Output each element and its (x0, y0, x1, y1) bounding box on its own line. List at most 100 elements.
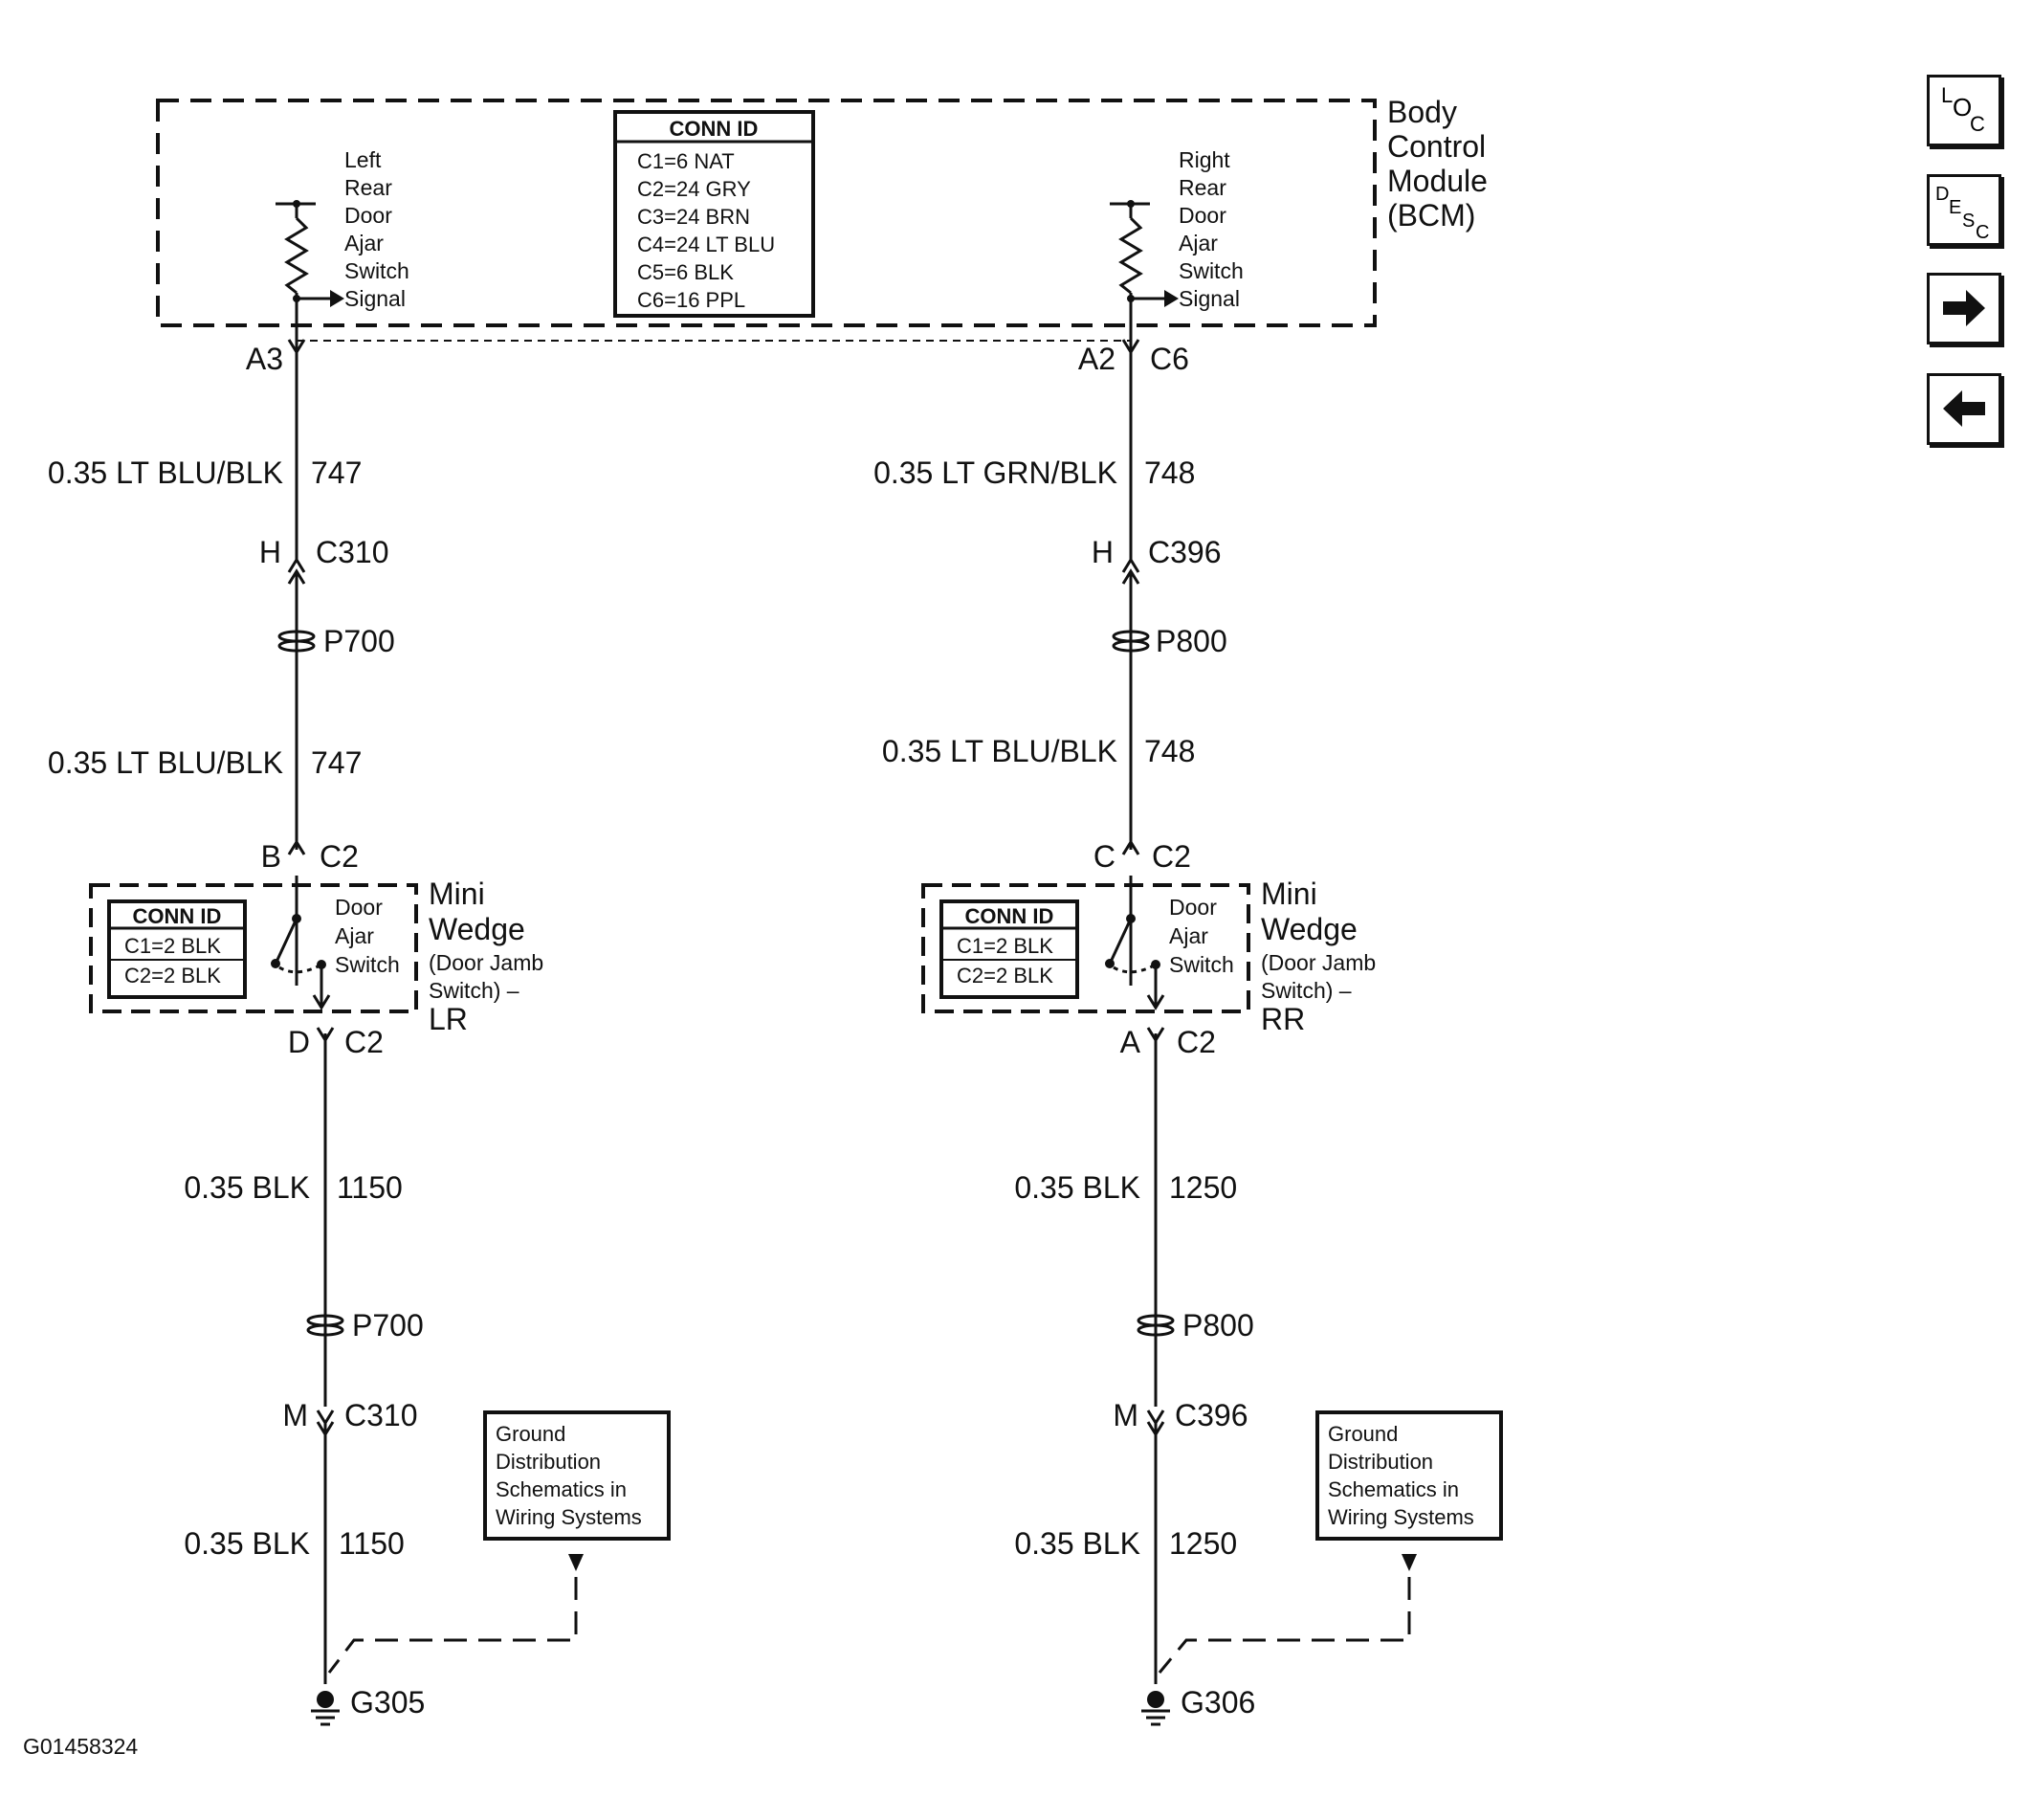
right-switch-name: Mini Wedge (Door Jamb Switch) – RR (1261, 877, 1380, 1036)
arrow-right-icon (1943, 290, 1985, 326)
bcm-name-line: Body (1387, 95, 1457, 129)
bcm-module: Body Control Module (BCM) CONN ID C1=6 N… (156, 95, 1496, 344)
right-switch-out-pin: A (1120, 1025, 1141, 1059)
right-passthrough-upper (1112, 630, 1150, 653)
bcm-name-line: Module (1387, 164, 1488, 198)
left-wire4-number: 1150 (339, 1526, 405, 1561)
left-signal-resistor (276, 202, 330, 344)
figure-id: G01458324 (23, 1734, 139, 1759)
bcm-conn-table: CONN ID C1=6 NAT C2=24 GRY C3=24 BRN C4=… (613, 110, 815, 318)
right-wire2-label: 0.35 LT BLU/BLK (882, 734, 1117, 768)
right-wire3-number: 1250 (1169, 1170, 1237, 1205)
left-switch-assembly: CONN ID C1=2 BLK C2=2 BLK Door Ajar Swit… (89, 877, 548, 1036)
left-switch-conn-row: C1=2 BLK (124, 934, 221, 958)
svg-text:Ground Distribution: Ground Distribution Schematics in Wiring… (1328, 1422, 1474, 1529)
right-conn2-id: C396 (1175, 1398, 1248, 1432)
right-wire4-label: 0.35 BLK (1014, 1526, 1140, 1561)
bcm-conn-row: C6=16 PPL (637, 288, 745, 312)
svg-text:L: L (1941, 83, 1953, 107)
right-passthrough2: P800 (1182, 1308, 1254, 1343)
desc-icon: D E S C (1935, 184, 1989, 243)
left-wire3-number: 1150 (337, 1170, 403, 1205)
left-switch-label: Door Ajar Switch (335, 895, 400, 977)
left-switch-name: Mini Wedge (Door Jamb Switch) – LR (429, 877, 548, 1036)
svg-text:D: D (1935, 184, 1949, 205)
right-wire4-number: 1250 (1169, 1526, 1237, 1561)
left-switch-out-id: C2 (344, 1025, 384, 1059)
right-ground-note[interactable]: Ground Distribution Schematics in Wiring… (1158, 1410, 1503, 1674)
right-circuit: A2 C6 0.35 LT GRN/BLK 748 H C396 P800 0.… (873, 339, 1255, 1726)
loc-button[interactable]: L O C (1927, 75, 2001, 146)
right-switch-conn-row: C2=2 BLK (957, 964, 1053, 988)
bcm-name-line: Control (1387, 129, 1486, 164)
left-passthrough2: P700 (352, 1308, 424, 1343)
right-conn2-pin: M (1113, 1398, 1138, 1432)
right-ground-label: G306 (1181, 1685, 1255, 1720)
svg-text:Ground Distribution: Ground Distribution Schematics in Wiring… (496, 1422, 642, 1529)
left-switch-conn-table-header: CONN ID (133, 904, 222, 928)
svg-text:C: C (1976, 222, 1989, 243)
right-wire3-label: 0.35 BLK (1014, 1170, 1140, 1205)
left-wire1-number: 747 (311, 455, 362, 490)
left-passthrough-lower (306, 1314, 344, 1337)
right-switch-in-id: C2 (1152, 839, 1191, 874)
left-switch-in-id: C2 (320, 839, 359, 874)
desc-button[interactable]: D E S C (1927, 174, 2001, 246)
right-passthrough-lower (1137, 1314, 1175, 1337)
left-conn2-id: C310 (344, 1398, 418, 1432)
next-button[interactable] (1927, 273, 2001, 344)
bcm-name-line: (BCM) (1387, 198, 1475, 233)
left-bcm-pin: A3 (246, 342, 283, 376)
bcm-conn-row: C3=24 BRN (637, 205, 750, 229)
left-ground-note[interactable]: Ground Distribution Schematics in Wiring… (327, 1410, 671, 1674)
svg-text:O: O (1953, 93, 1972, 122)
arrow-left-icon (1943, 390, 1985, 427)
bcm-conn-row: C2=24 GRY (637, 177, 751, 201)
left-conn2-pin: M (282, 1398, 308, 1432)
right-switch-conn-row: C1=2 BLK (957, 934, 1053, 958)
bcm-conn-row: C5=6 BLK (637, 260, 734, 284)
right-passthrough1: P800 (1156, 624, 1227, 658)
left-switch-conn-row: C2=2 BLK (124, 964, 221, 988)
right-conn1-id: C396 (1148, 535, 1222, 569)
right-bcm-conn: C6 (1150, 342, 1189, 376)
right-switch-in-pin: C (1093, 839, 1115, 874)
left-wire3-label: 0.35 BLK (184, 1170, 310, 1205)
loc-icon: L O C (1941, 83, 1985, 136)
svg-text:C: C (1970, 112, 1985, 136)
left-conn1-pin: H (259, 535, 281, 569)
left-passthrough1: P700 (323, 624, 395, 658)
right-wire1-label: 0.35 LT GRN/BLK (873, 455, 1117, 490)
left-ground-label: G305 (350, 1685, 425, 1720)
bcm-name: Body Control Module (BCM) (1387, 95, 1496, 233)
right-switch-assembly: CONN ID C1=2 BLK C2=2 BLK Door Ajar Swit… (921, 877, 1380, 1036)
bcm-conn-row: C4=24 LT BLU (637, 233, 775, 256)
left-wire1-label: 0.35 LT BLU/BLK (48, 455, 283, 490)
bcm-conn-table-header: CONN ID (670, 117, 759, 141)
right-switch-label: Door Ajar Switch (1169, 895, 1234, 977)
left-signal-label: Left Rear Door Ajar Switch Signal (344, 147, 415, 311)
right-conn1-pin: H (1092, 535, 1114, 569)
left-ground-symbol (311, 1691, 340, 1726)
right-wire1-number: 748 (1144, 455, 1195, 490)
left-wire4-label: 0.35 BLK (184, 1526, 310, 1561)
right-switch-out-id: C2 (1177, 1025, 1216, 1059)
bcm-dashed-border (156, 99, 1377, 327)
prev-button[interactable] (1927, 373, 2001, 445)
svg-text:S: S (1962, 211, 1975, 232)
right-ground-symbol (1141, 1691, 1170, 1726)
left-wire2-number: 747 (311, 745, 362, 780)
left-circuit: A3 0.35 LT BLU/BLK 747 H C310 P700 0.35 … (48, 339, 425, 1726)
bcm-conn-row: C1=6 NAT (637, 149, 735, 173)
left-conn1-id: C310 (316, 535, 389, 569)
left-wire2-label: 0.35 LT BLU/BLK (48, 745, 283, 780)
right-wire2-number: 748 (1144, 734, 1195, 768)
svg-text:E: E (1949, 197, 1961, 218)
left-passthrough-upper (277, 630, 316, 653)
right-switch-conn-table-header: CONN ID (965, 904, 1054, 928)
left-switch-in-pin: B (261, 839, 281, 874)
right-signal-resistor (1110, 202, 1164, 344)
right-bcm-pin: A2 (1078, 342, 1115, 376)
left-switch-out-pin: D (288, 1025, 310, 1059)
